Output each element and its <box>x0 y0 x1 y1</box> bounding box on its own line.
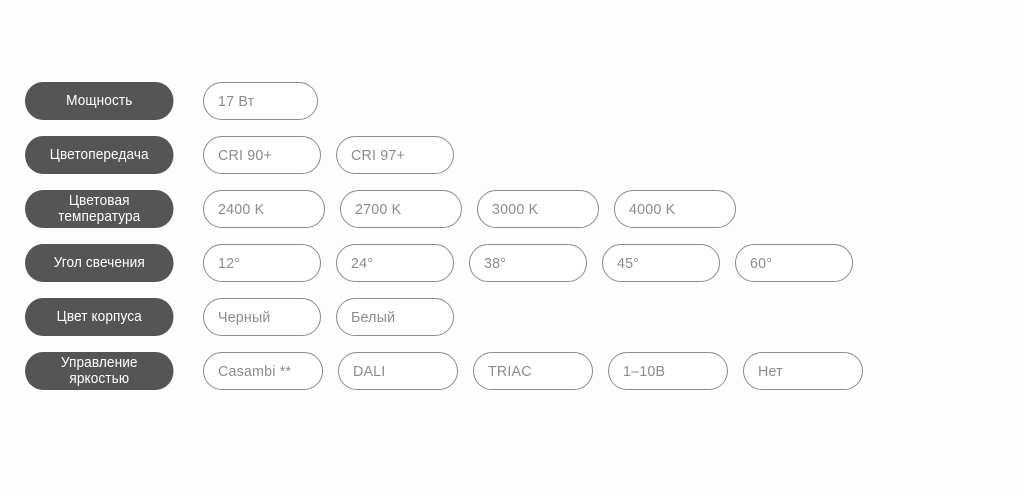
spec-option-label: 1–10В <box>623 362 666 380</box>
spec-option-label: 3000 K <box>492 200 539 218</box>
spec-option-pill[interactable]: TRIAC <box>473 352 593 390</box>
spec-row-label: Управление яркостью <box>25 352 174 390</box>
spec-row-label: Угол свечения <box>25 244 174 282</box>
spec-row-label-text: Цвет корпуса <box>56 308 142 325</box>
spec-option-pill[interactable]: Черный <box>203 298 321 336</box>
spec-option-label: 24° <box>351 254 374 272</box>
spec-option-label: 2700 K <box>355 200 402 218</box>
spec-row: Мощность 17 Вт <box>25 82 863 120</box>
spec-row: Угол свечения 12° 24° 38° 45° 60° <box>25 244 863 282</box>
spec-option-pill[interactable]: CRI 97+ <box>336 136 454 174</box>
spec-option-pill[interactable]: 3000 K <box>477 190 599 228</box>
spec-row: Цветовая температура 2400 K 2700 K 3000 K 40… <box>25 190 863 228</box>
spec-option-group: Casambi ** DALI TRIAC 1–10В Нет <box>203 352 863 390</box>
spec-option-pill[interactable]: 12° <box>203 244 321 282</box>
spec-option-pill[interactable]: Нет <box>743 352 863 390</box>
spec-row-label: Цветопередача <box>25 136 174 174</box>
spec-option-pill[interactable]: 24° <box>336 244 454 282</box>
spec-option-pill[interactable]: 17 Вт <box>203 82 318 120</box>
spec-row: Цветопередача CRI 90+ CRI 97+ <box>25 136 863 174</box>
spec-option-label: 45° <box>617 254 640 272</box>
spec-option-pill[interactable]: 45° <box>602 244 720 282</box>
spec-option-group: CRI 90+ CRI 97+ <box>203 136 454 174</box>
spec-option-group: 12° 24° 38° 45° 60° <box>203 244 853 282</box>
spec-option-label: 38° <box>484 254 507 272</box>
spec-option-group: Черный Белый <box>203 298 454 336</box>
spec-option-pill[interactable]: DALI <box>338 352 458 390</box>
spec-row-label-text: Цветопередача <box>49 146 149 163</box>
spec-row: Управление яркостью Casambi ** DALI TRIAC 1–… <box>25 352 863 390</box>
spec-option-label: CRI 97+ <box>351 146 406 164</box>
spec-option-label: Casambi ** <box>218 362 292 380</box>
spec-row: Цвет корпуса Черный Белый <box>25 298 863 336</box>
spec-option-pill[interactable]: 2700 K <box>340 190 462 228</box>
spec-option-pill[interactable]: 38° <box>469 244 587 282</box>
spec-row-label: Цвет корпуса <box>25 298 174 336</box>
spec-option-label: DALI <box>353 362 386 380</box>
spec-row-label-text: Управление яркостью <box>60 354 138 388</box>
spec-option-pill[interactable]: Casambi ** <box>203 352 323 390</box>
spec-row-label: Цветовая температура <box>25 190 174 228</box>
spec-row-label: Мощность <box>25 82 174 120</box>
spec-option-label: Нет <box>758 362 783 380</box>
spec-option-group: 2400 K 2700 K 3000 K 4000 K <box>203 190 736 228</box>
spec-option-pill[interactable]: 2400 K <box>203 190 325 228</box>
spec-option-label: 17 Вт <box>218 92 255 110</box>
spec-row-label-text: Цветовая температура <box>58 192 141 226</box>
spec-option-pill[interactable]: Белый <box>336 298 454 336</box>
spec-row-label-text: Мощность <box>66 92 133 109</box>
spec-option-pill[interactable]: CRI 90+ <box>203 136 321 174</box>
spec-option-label: 2400 K <box>218 200 265 218</box>
spec-option-label: 60° <box>750 254 773 272</box>
spec-option-label: 4000 K <box>629 200 676 218</box>
spec-option-pill[interactable]: 4000 K <box>614 190 736 228</box>
spec-row-label-text: Угол свечения <box>53 254 145 271</box>
spec-option-label: Черный <box>218 308 271 326</box>
spec-option-pill[interactable]: 1–10В <box>608 352 728 390</box>
spec-option-group: 17 Вт <box>203 82 318 120</box>
specification-table: Мощность 17 Вт Цветопередача CRI 90+ CRI 97+… <box>25 82 863 406</box>
spec-option-label: 12° <box>218 254 241 272</box>
spec-option-label: TRIAC <box>488 362 532 380</box>
spec-option-label: Белый <box>351 308 396 326</box>
spec-option-label: CRI 90+ <box>218 146 273 164</box>
spec-option-pill[interactable]: 60° <box>735 244 853 282</box>
